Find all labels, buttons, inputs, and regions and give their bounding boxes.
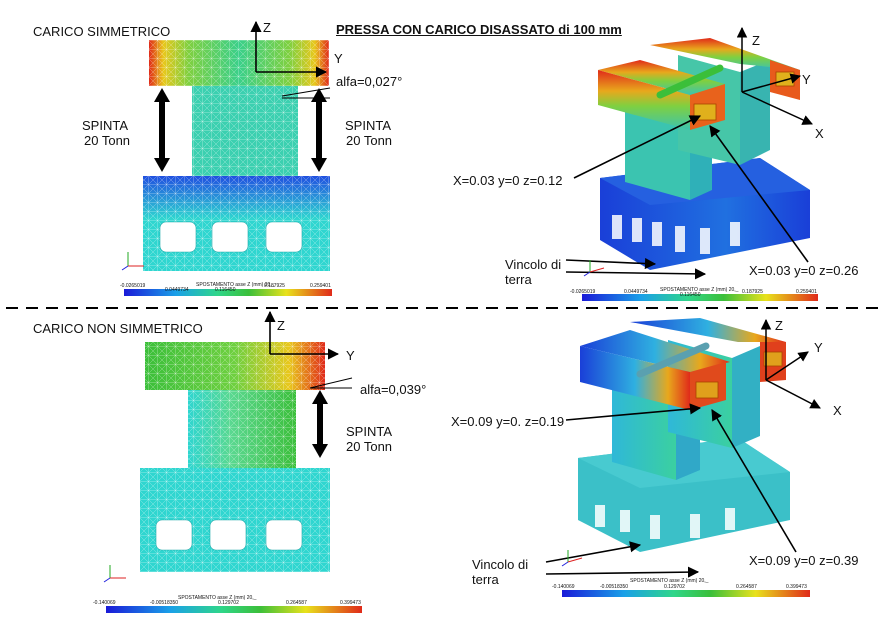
nonsym-tonn: 20 Tonn	[346, 439, 393, 454]
legend-bottom-left-tick-0: -0.140069	[93, 600, 116, 606]
legend-top-right-tick-0: -0.0265019	[570, 289, 596, 295]
nonsym3d-point-b: X=0.09 y=0 z=0.39	[749, 553, 859, 568]
sym3d-axis-z: Z	[752, 33, 760, 48]
legend-bottom-left-tick-4: 0.399473	[340, 600, 361, 606]
nonsym-3d-model	[578, 318, 790, 552]
legend-top-right-caption: SPOSTAMENTO asse Z (mm) 20,_	[660, 287, 739, 293]
sym-tonn-left: 20 Tonn	[84, 133, 131, 148]
legend-bottom-left-tick-3: 0.264587	[286, 600, 307, 606]
legend-bottom-left-caption: SPOSTAMENTO asse Z (mm) 20,_	[178, 595, 257, 601]
sym-2d-model	[143, 40, 330, 271]
nonsym3d-vincolo-1: Vincolo di	[472, 557, 529, 572]
legend-top-right	[582, 294, 818, 301]
sym3d-point-b: X=0.03 y=0 z=0.26	[749, 263, 859, 278]
sym3d-point-a: X=0.03 y=0 z=0.12	[453, 173, 563, 188]
legend-top-left-tick-2: 0.116450	[215, 287, 236, 293]
legend-bottom-left-tick-1: -0.00518350	[150, 600, 179, 606]
legend-bottom-right-tick-1: -0.00518350	[600, 584, 629, 590]
sym-3d-triad	[583, 260, 605, 277]
legend-bottom-left	[106, 606, 362, 613]
page-title: PRESSA CON CARICO DISASSATO di 100 mm	[336, 22, 622, 37]
sym-axis-y: Y	[334, 51, 343, 66]
legend-top-left	[124, 289, 332, 296]
nonsym-3d-triad	[561, 550, 583, 567]
nonsym3d-point-a: X=0.09 y=0. z=0.19	[451, 414, 565, 429]
legend-bottom-right-tick-2: 0.129702	[664, 584, 685, 590]
sym3d-axis-x: X	[815, 126, 824, 141]
sym-3d-model	[598, 38, 810, 270]
nonsym3d-axis-y: Y	[814, 340, 823, 355]
sym-3d-axes	[736, 26, 813, 125]
sym-axis-z: Z	[263, 20, 271, 35]
nonsym-spinta: SPINTA	[346, 424, 392, 439]
legend-bottom-right-tick-3: 0.264587	[736, 584, 757, 590]
nonsym-3d-axes	[760, 318, 821, 409]
nonsym-label: CARICO NON SIMMETRICO	[33, 321, 203, 336]
nonsym3d-axis-x: X	[833, 403, 842, 418]
nonsym-thrust-arrow	[312, 390, 328, 458]
sym-alfa: alfa=0,027°	[336, 74, 403, 89]
nonsym-corner-triad	[103, 565, 126, 583]
sym3d-vincolo-1: Vincolo di	[505, 257, 562, 272]
legend-bottom-right	[562, 590, 810, 597]
sym-corner-triad	[121, 252, 144, 271]
legend-bottom-left-tick-2: 0.129702	[218, 600, 239, 606]
nonsym3d-axis-z: Z	[775, 318, 783, 333]
legend-top-right-tick-2: 0.116450	[680, 292, 701, 298]
nonsym-alfa: alfa=0,039°	[360, 382, 427, 397]
sym3d-vincolo-2: terra	[505, 272, 532, 287]
legend-bottom-right-caption: SPOSTAMENTO asse Z (mm) 20,_	[630, 578, 709, 584]
legend-top-left-tick-0: -0.0265019	[120, 283, 146, 289]
nonsym-axes	[264, 310, 353, 389]
nonsym-axis-z: Z	[277, 318, 285, 333]
sym-tonn-right: 20 Tonn	[346, 133, 393, 148]
nonsym3d-vincolo-2: terra	[472, 572, 499, 587]
legend-top-left-tick-4: 0.259401	[310, 283, 331, 289]
nonsym-2d-model	[140, 342, 330, 572]
legend-top-right-tick-3: 0.187925	[742, 289, 763, 295]
legend-top-left-caption: SPOSTAMENTO asse Z (mm) 20,_	[196, 282, 275, 288]
legend-bottom-right-tick-4: 0.399473	[786, 584, 807, 590]
sym-spinta-left: SPINTA	[82, 118, 128, 133]
sym-axes	[250, 20, 331, 99]
legend-top-right-tick-1: 0.0449734	[624, 289, 648, 295]
legend-top-left-tick-1: 0.0449734	[165, 287, 189, 293]
nonsym-3d-leaders	[545, 403, 797, 578]
sym3d-axis-y: Y	[802, 72, 811, 87]
legend-bottom-right-tick-0: -0.140069	[552, 584, 575, 590]
nonsym-axis-y: Y	[346, 348, 355, 363]
sym-spinta-right: SPINTA	[345, 118, 391, 133]
legend-top-left-tick-3: 0.187925	[264, 283, 285, 289]
legend-top-right-tick-4: 0.259401	[796, 289, 817, 295]
sym-label: CARICO SIMMETRICO	[33, 24, 171, 39]
